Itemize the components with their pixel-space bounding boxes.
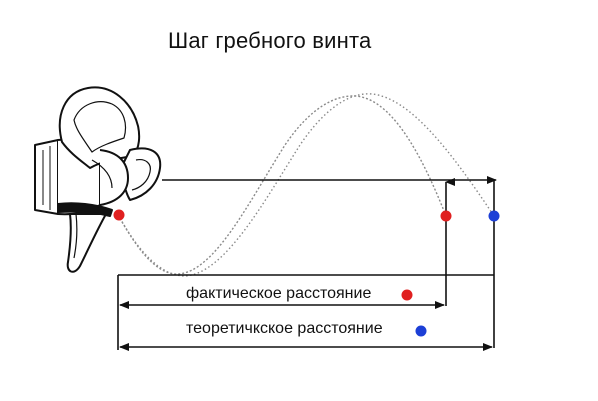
start-point-red [113,209,125,221]
propeller-icon [34,86,162,273]
theoretical-end-point-blue [488,210,500,222]
theoretical-helix-curve [119,93,495,277]
pitch-curves [117,93,495,277]
diagram-title: Шаг гребного винта [168,28,372,53]
actual-legend-dot [401,289,413,301]
actual-end-point-red [440,210,452,222]
theoretical-legend-dot [415,325,427,337]
actual-helix-curve [117,95,447,275]
theoretical-distance-label: теоретичкское расстояние [184,320,385,338]
actual-distance-label: фактическое расстояние [184,285,374,303]
